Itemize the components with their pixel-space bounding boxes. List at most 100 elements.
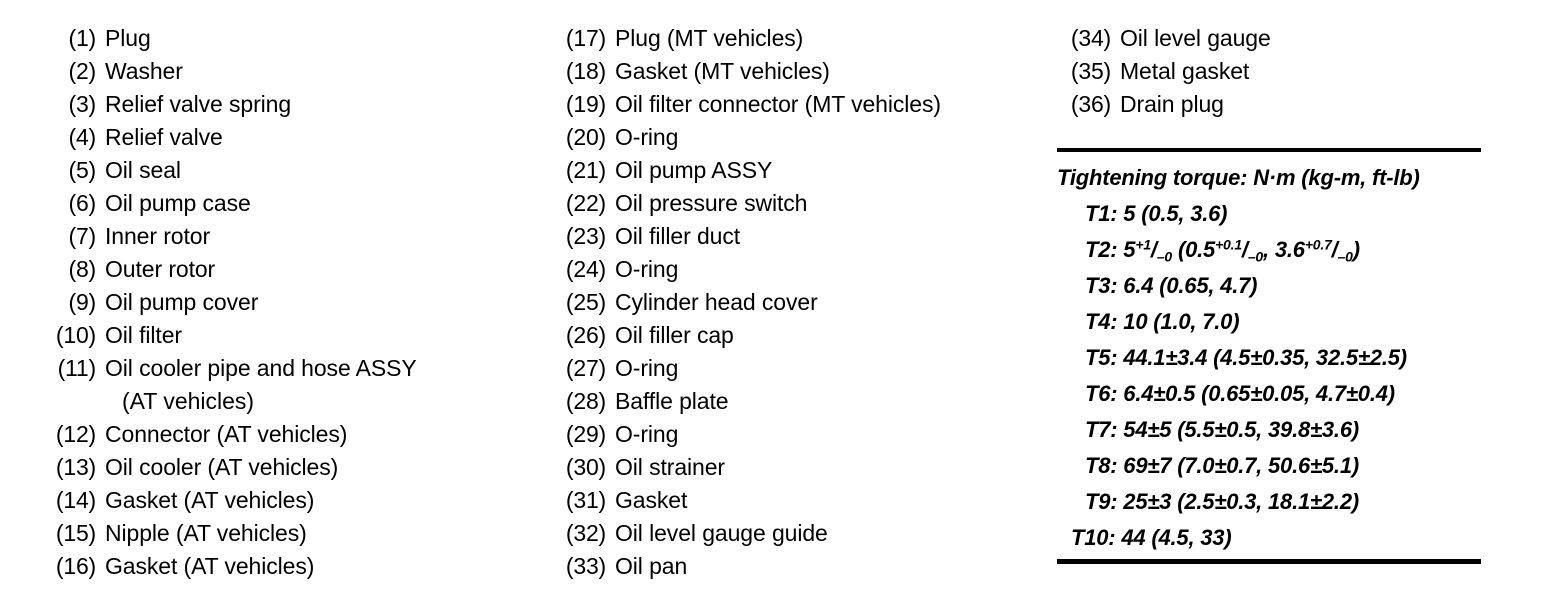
- part-label: Cylinder head cover: [615, 289, 818, 315]
- part-number: (13): [55, 454, 96, 480]
- part-label: Oil pressure switch: [615, 190, 808, 216]
- torque-t2-slash3: /: [1331, 237, 1338, 262]
- part-label: Oil filter connector (MT vehicles): [615, 91, 941, 117]
- part-label: Gasket (MT vehicles): [615, 58, 830, 84]
- part-number: (15): [55, 520, 96, 546]
- list-item: (26) Oil filler cap: [548, 319, 1048, 352]
- part-label: Oil strainer: [615, 454, 725, 480]
- list-item: (21) Oil pump ASSY: [548, 154, 1048, 187]
- parts-column-1: (1) Plug (2) Washer (3) Relief valve spr…: [38, 22, 538, 583]
- part-label: O-ring: [615, 421, 679, 447]
- torque-row-t7: T7: 54±5 (5.5±0.5, 39.8±3.6): [1085, 417, 1359, 442]
- list-item: (7) Inner rotor: [38, 220, 538, 253]
- torque-t2-slash1: /: [1150, 237, 1157, 262]
- part-label: Oil filler duct: [615, 223, 741, 249]
- torque-t2-suffix: ): [1352, 237, 1360, 262]
- torque-row-t1: T1: 5 (0.5, 3.6): [1085, 201, 1228, 226]
- part-number: (2): [68, 58, 96, 84]
- part-label: Nipple (AT vehicles): [105, 520, 307, 546]
- part-label: Relief valve: [105, 124, 223, 150]
- list-item: (5) Oil seal: [38, 154, 538, 187]
- part-number: (23): [565, 223, 606, 249]
- list-item: (6) Oil pump case: [38, 187, 538, 220]
- part-label: Plug (MT vehicles): [615, 25, 804, 51]
- part-number: (6): [68, 190, 96, 216]
- part-label: O-ring: [615, 355, 679, 381]
- torque-t2-mid2: , 3.6: [1263, 237, 1305, 262]
- part-label: Drain plug: [1120, 91, 1224, 117]
- list-item: (19) Oil filter connector (MT vehicles): [548, 88, 1048, 121]
- part-label: Gasket (AT vehicles): [105, 553, 315, 579]
- part-number: (19): [565, 91, 606, 117]
- list-item: (9) Oil pump cover: [38, 286, 538, 319]
- list-item: (16) Gasket (AT vehicles): [38, 550, 538, 583]
- list-item: (33) Oil pan: [548, 550, 1048, 583]
- part-label: O-ring: [615, 256, 679, 282]
- torque-row-t4: T4: 10 (1.0, 7.0): [1085, 309, 1240, 334]
- part-number: (9): [68, 289, 96, 315]
- torque-t2-sup3: +0.7: [1304, 236, 1332, 253]
- part-label: Connector (AT vehicles): [105, 421, 348, 447]
- part-number: (22): [565, 190, 606, 216]
- part-label: Metal gasket: [1120, 58, 1250, 84]
- part-label: Oil seal: [105, 157, 181, 183]
- list-item: (20) O-ring: [548, 121, 1048, 154]
- torque-t2-sup1: +1: [1135, 236, 1151, 253]
- list-item: (2) Washer: [38, 55, 538, 88]
- part-label: Outer rotor: [105, 256, 216, 282]
- list-item: (25) Cylinder head cover: [548, 286, 1048, 319]
- part-label: Washer: [105, 58, 183, 84]
- list-item: (29) O-ring: [548, 418, 1048, 451]
- part-number: (5): [68, 157, 96, 183]
- list-item: (11) Oil cooler pipe and hose ASSY: [38, 352, 538, 385]
- list-item: (8) Outer rotor: [38, 253, 538, 286]
- list-item: (4) Relief valve: [38, 121, 538, 154]
- part-label: Gasket: [615, 487, 688, 513]
- part-label: Oil filler cap: [615, 322, 734, 348]
- torque-t2-sup2: +0.1: [1215, 236, 1242, 253]
- torque-row-t3: T3: 6.4 (0.65, 4.7): [1085, 273, 1258, 298]
- list-item: (17) Plug (MT vehicles): [548, 22, 1048, 55]
- list-item: (28) Baffle plate: [548, 385, 1048, 418]
- part-number: (14): [55, 487, 96, 513]
- part-label: Oil level gauge: [1120, 25, 1271, 51]
- part-number: (7): [68, 223, 96, 249]
- part-number: (3): [68, 91, 96, 117]
- part-label: Oil pump cover: [105, 289, 259, 315]
- part-label: Oil pan: [615, 553, 688, 579]
- part-number: (12): [55, 421, 96, 447]
- list-item: (10) Oil filter: [38, 319, 538, 352]
- part-label: Plug: [105, 25, 151, 51]
- part-number: (4): [68, 124, 96, 150]
- parts-column-3: (34) Oil level gauge (35) Metal gasket (…: [1053, 22, 1533, 121]
- torque-t2-prefix: T2: 5: [1085, 237, 1136, 262]
- part-number: (10): [55, 322, 96, 348]
- part-number: (29): [565, 421, 606, 447]
- part-label-continuation: (AT vehicles): [122, 388, 255, 414]
- part-number: (18): [565, 58, 606, 84]
- part-number: (35): [1070, 58, 1111, 84]
- part-number: (26): [565, 322, 606, 348]
- table-rule-top: [1057, 148, 1481, 152]
- part-number: (28): [565, 388, 606, 414]
- list-item: (27) O-ring: [548, 352, 1048, 385]
- part-number: (11): [57, 355, 97, 381]
- list-item: (18) Gasket (MT vehicles): [548, 55, 1048, 88]
- torque-t2-slash2: /: [1241, 237, 1248, 262]
- list-item: (23) Oil filler duct: [548, 220, 1048, 253]
- torque-row-t8: T8: 69±7 (7.0±0.7, 50.6±5.1): [1085, 453, 1359, 478]
- part-label: Oil cooler pipe and hose ASSY: [105, 355, 417, 381]
- part-number: (16): [55, 553, 96, 579]
- part-number: (17): [565, 25, 606, 51]
- part-number: (30): [565, 454, 606, 480]
- part-number: (21): [565, 157, 606, 183]
- torque-row-t9: T9: 25±3 (2.5±0.3, 18.1±2.2): [1085, 489, 1359, 514]
- list-item: (34) Oil level gauge: [1053, 22, 1533, 55]
- list-item: (32) Oil level gauge guide: [548, 517, 1048, 550]
- torque-t2-mid1: (0.5: [1172, 237, 1216, 262]
- part-number: (34): [1070, 25, 1111, 51]
- part-label: Oil pump ASSY: [615, 157, 773, 183]
- torque-table-title: Tightening torque: N·m (kg-m, ft-lb): [1057, 165, 1420, 190]
- part-label: Oil filter: [105, 322, 182, 348]
